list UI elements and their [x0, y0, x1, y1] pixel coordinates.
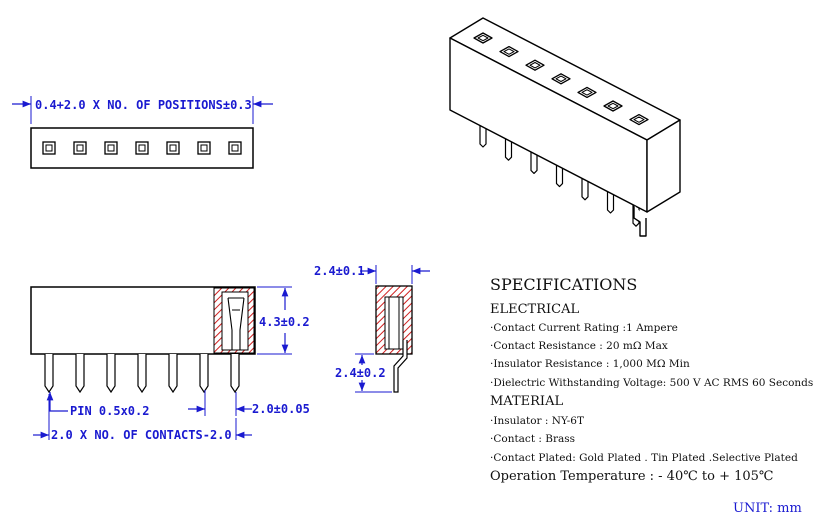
iso-hole-inner	[477, 34, 489, 42]
pin-size-leader	[46, 392, 68, 412]
iso-hole	[499, 45, 519, 58]
height-dimension: 4.3±0.2	[259, 315, 310, 329]
cell-outer	[73, 141, 87, 155]
material-line: ·Insulator : NY-6T	[490, 415, 584, 427]
cell-outer	[166, 141, 180, 155]
front-view: 4.3±0.2 PIN 0.5x0.2 2.0±0.05 2.0 X NO. O…	[30, 286, 310, 442]
top-view-contact-cells	[42, 141, 242, 155]
cell-outer	[228, 141, 242, 155]
iso-hole	[629, 113, 649, 126]
isometric-view	[449, 17, 681, 237]
iso-hole-inner	[503, 48, 515, 55]
cell-outer	[197, 141, 211, 155]
isometric-holes	[473, 32, 649, 126]
iso-hole-inner	[529, 62, 541, 69]
top-contact-cell	[104, 141, 118, 155]
front-pin	[44, 354, 54, 394]
iso-hole	[473, 32, 493, 44]
top-view-body	[30, 127, 254, 169]
cell-outer	[135, 141, 149, 155]
cell-outer	[104, 141, 118, 155]
top-contact-cell	[197, 141, 211, 155]
electrical-title: ELECTRICAL	[490, 302, 579, 317]
cell-outer	[42, 141, 56, 155]
front-pin	[168, 354, 178, 394]
cell-inner	[107, 144, 115, 152]
top-contact-cell	[166, 141, 180, 155]
cell-inner	[200, 144, 208, 152]
iso-hole-inner	[633, 116, 645, 123]
cell-inner	[169, 144, 177, 152]
top-contact-cell	[42, 141, 56, 155]
front-section-contact	[227, 297, 245, 350]
iso-hole	[603, 100, 623, 112]
iso-hole	[525, 59, 545, 71]
iso-side-face	[646, 119, 681, 213]
iso-hole	[577, 86, 597, 99]
side-view-contact	[388, 297, 400, 349]
iso-hole-inner	[555, 75, 567, 82]
iso-hole-inner	[581, 89, 593, 96]
iso-front-pin	[633, 205, 647, 237]
pitch-dimension: 2.0±0.05	[252, 402, 310, 416]
material-line: ·Contact : Brass	[490, 433, 575, 445]
side-view: 2.4±0.1 2.4±0.2	[314, 264, 430, 393]
front-pin	[137, 354, 147, 394]
operation-temperature: Operation Temperature : - 40℃ to + 105℃	[490, 469, 773, 484]
cell-inner	[45, 144, 53, 152]
front-pin	[106, 354, 116, 394]
front-pin	[199, 354, 209, 394]
electrical-line: ·Insulator Resistance : 1,000 MΩ Min	[490, 358, 690, 370]
material-line: ·Contact Plated: Gold Plated . Tin Plate…	[490, 452, 798, 464]
side-view-pin	[393, 340, 408, 393]
unit-label: UNIT: mm	[733, 501, 802, 516]
top-contact-cell	[73, 141, 87, 155]
electrical-line: ·Contact Resistance : 20 mΩ Max	[490, 340, 668, 352]
contacts-length-dimension: 2.0 X NO. OF CONTACTS-2.0	[51, 428, 232, 442]
top-view: 0.4+2.0 X NO. OF POSITIONS±0.3	[12, 96, 273, 169]
front-pin	[75, 354, 85, 394]
iso-hole	[551, 73, 571, 85]
iso-hole-inner	[607, 102, 619, 110]
side-view-cavity	[384, 296, 404, 350]
side-pin-dimension: 2.4±0.2	[335, 366, 386, 380]
specifications-block: SPECIFICATIONS ELECTRICAL ·Contact Curre…	[490, 275, 813, 484]
cell-inner	[138, 144, 146, 152]
pin-size-dimension: PIN 0.5x0.2	[70, 404, 149, 418]
electrical-line: ·Dielectric Withstanding Voltage: 500 V …	[490, 377, 813, 389]
top-contact-cell	[228, 141, 242, 155]
front-view-pins	[44, 354, 240, 394]
top-width-dimension: 0.4+2.0 X NO. OF POSITIONS±0.3	[35, 98, 252, 112]
top-contact-cell	[135, 141, 149, 155]
cell-inner	[76, 144, 84, 152]
cell-inner	[231, 144, 239, 152]
front-pin	[230, 354, 240, 394]
side-thickness-dimension: 2.4±0.1	[314, 264, 365, 278]
front-section-cavity	[221, 291, 249, 351]
electrical-line: ·Contact Current Rating :1 Ampere	[490, 322, 678, 334]
material-title: MATERIAL	[490, 394, 563, 409]
specs-heading: SPECIFICATIONS	[490, 275, 637, 294]
